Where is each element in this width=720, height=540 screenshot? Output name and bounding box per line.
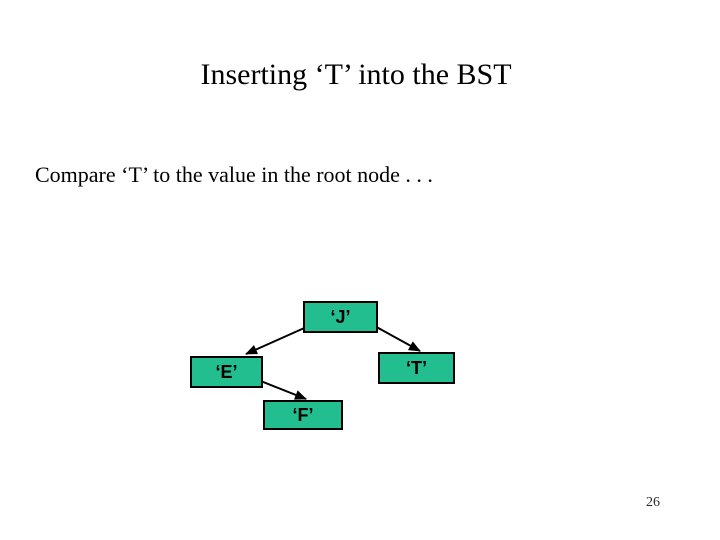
body-text: Compare ‘T’ to the value in the root nod… [35, 162, 433, 187]
node-label-f: ‘F’ [292, 404, 314, 425]
tree-node-j: ‘J’ [303, 301, 378, 333]
edge-j-to-e [245, 324, 312, 355]
tree-node-f: ‘F’ [263, 400, 343, 430]
edge-j-to-t [370, 323, 421, 352]
node-label-t: ‘T’ [406, 357, 427, 378]
node-label-e: ‘E’ [215, 361, 238, 382]
tree-node-t: ‘T’ [378, 352, 455, 384]
slide-title: Inserting ‘T’ into the BST [200, 58, 512, 91]
page-number: 26 [646, 495, 660, 510]
tree-node-e: ‘E’ [190, 356, 263, 388]
node-label-j: ‘J’ [330, 306, 351, 327]
